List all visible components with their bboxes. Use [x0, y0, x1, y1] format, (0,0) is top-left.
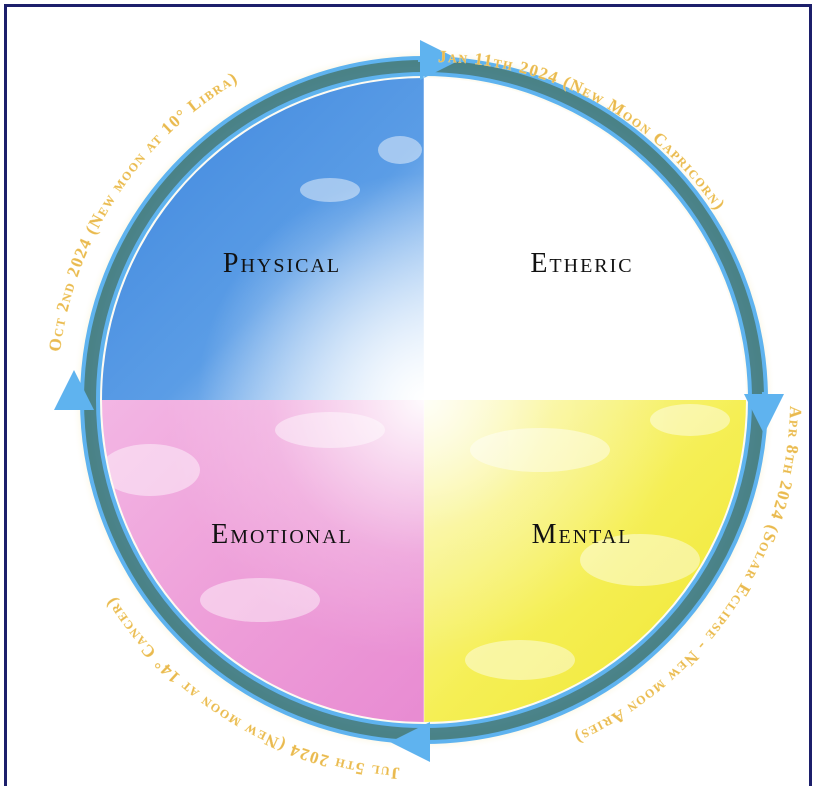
label-emotional: Emotional: [211, 519, 353, 550]
label-mental: Mental: [532, 519, 633, 550]
label-etheric: Etheric: [530, 248, 633, 279]
quadrant-etheric: [424, 78, 746, 400]
label-physical: Physical: [223, 248, 341, 279]
